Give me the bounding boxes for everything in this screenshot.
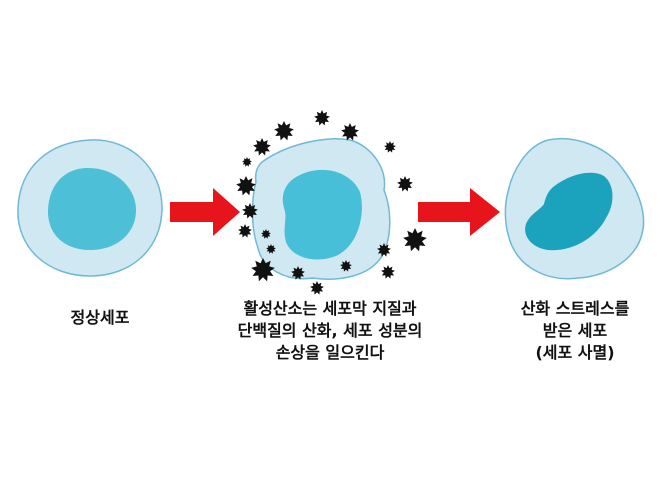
- ros-particle-icon: [236, 176, 256, 196]
- ros-particle-icon: [251, 258, 275, 282]
- ros-particle-icon: [242, 157, 252, 167]
- ros-particle-icon: [310, 281, 324, 295]
- ros-particle-icon: [242, 203, 258, 219]
- ros-caption: 활성산소는 세포막 지질과 단백질의 산화, 세포 성분의 손상을 일으킨다: [195, 298, 465, 364]
- ros-particle-icon: [381, 265, 395, 279]
- ros-attacked-cell: [251, 138, 391, 280]
- arrow-right-icon: [170, 188, 240, 236]
- ros-particle-icon: [238, 224, 252, 238]
- ros-caption-line-1: 활성산소는 세포막 지질과: [243, 299, 417, 318]
- ros-particle-icon: [274, 121, 294, 141]
- ros-caption-line-2: 단백질의 산화, 세포 성분의: [237, 321, 423, 340]
- normal-cell: [17, 139, 163, 277]
- stressed-caption-line-2: 받은 세포: [542, 321, 608, 340]
- ros-particle-icon: [340, 260, 352, 272]
- stressed-caption-line-1: 산화 스트레스를: [520, 299, 630, 318]
- ros-caption-line-3: 손상을 일으킨다: [275, 343, 385, 362]
- ros-particle-icon: [291, 266, 305, 280]
- ros-particle-icon: [341, 123, 359, 141]
- normal-cell-caption-line: 정상세포: [70, 308, 130, 327]
- ros-particle-icon: [377, 243, 391, 257]
- arrow-right-icon: [418, 188, 500, 236]
- ros-particle-icon: [314, 110, 330, 126]
- normal-cell-nucleus: [48, 168, 136, 250]
- ros-particle-icon: [266, 244, 276, 254]
- ros-particles: [236, 110, 427, 295]
- ros-particle-icon: [261, 229, 271, 239]
- normal-cell-caption: 정상세포: [40, 307, 160, 329]
- ros-particle-icon: [403, 228, 427, 252]
- stressed-cell-nucleus: [525, 172, 613, 251]
- ros-particle-icon: [384, 141, 396, 153]
- ros-particle-icon: [397, 176, 413, 192]
- stressed-caption-line-3: (세포 사멸): [535, 343, 615, 362]
- stressed-cell: [504, 138, 645, 280]
- ros-cell-nucleus: [282, 169, 362, 260]
- stressed-cell-caption: 산화 스트레스를 받은 세포 (세포 사멸): [490, 298, 660, 364]
- ros-particle-icon: [253, 138, 271, 156]
